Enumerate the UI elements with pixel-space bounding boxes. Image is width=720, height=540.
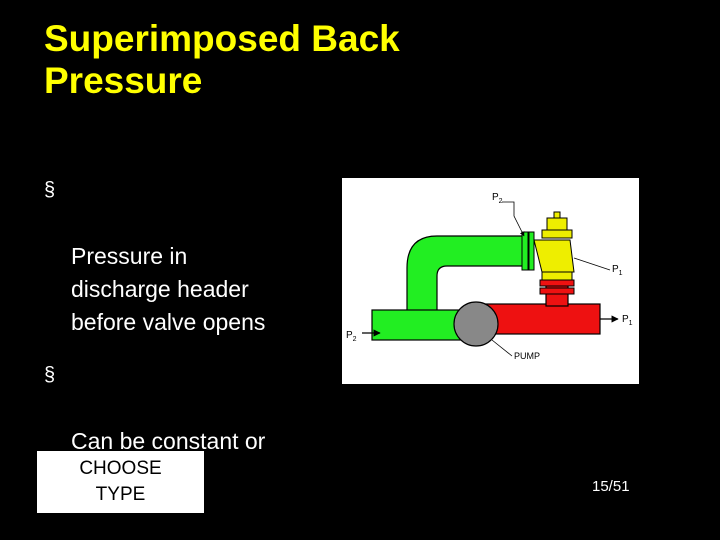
p1-lower-label: P1 <box>622 314 633 327</box>
bullet-item: § Pressure in discharge header before va… <box>44 174 334 339</box>
choose-type-button[interactable]: CHOOSE TYPE <box>37 451 204 513</box>
bullet-text: Pressure in discharge header before valv… <box>71 243 266 335</box>
bullet-marker-icon: § <box>44 179 56 201</box>
bullet-marker-icon: § <box>44 364 56 386</box>
diagram-svg: P2 P1 P1 P2 PUMP <box>346 192 633 361</box>
riser-flange <box>539 287 575 295</box>
flange <box>528 231 535 271</box>
pump-leader <box>491 339 513 357</box>
p1-upper-leader <box>573 257 611 271</box>
page-number: 15/51 <box>592 478 630 495</box>
riser-flange <box>539 279 575 287</box>
discharge-header-pipe <box>481 303 601 335</box>
p2-left-label: P2 <box>346 330 357 343</box>
relief-valve <box>533 211 575 281</box>
pump <box>453 301 499 347</box>
pump-label: PUMP <box>514 351 540 361</box>
p1-upper-label: P1 <box>612 264 623 277</box>
suction-pipe <box>371 309 463 341</box>
flange <box>521 231 529 271</box>
p2-top-leader <box>502 201 525 237</box>
back-pressure-diagram: P2 P1 P1 P2 PUMP <box>342 178 639 384</box>
bullet-list: § Pressure in discharge header before va… <box>44 174 334 511</box>
p2-top-label: P2 <box>492 192 503 205</box>
slide-title: Superimposed Back Pressure <box>44 18 400 101</box>
